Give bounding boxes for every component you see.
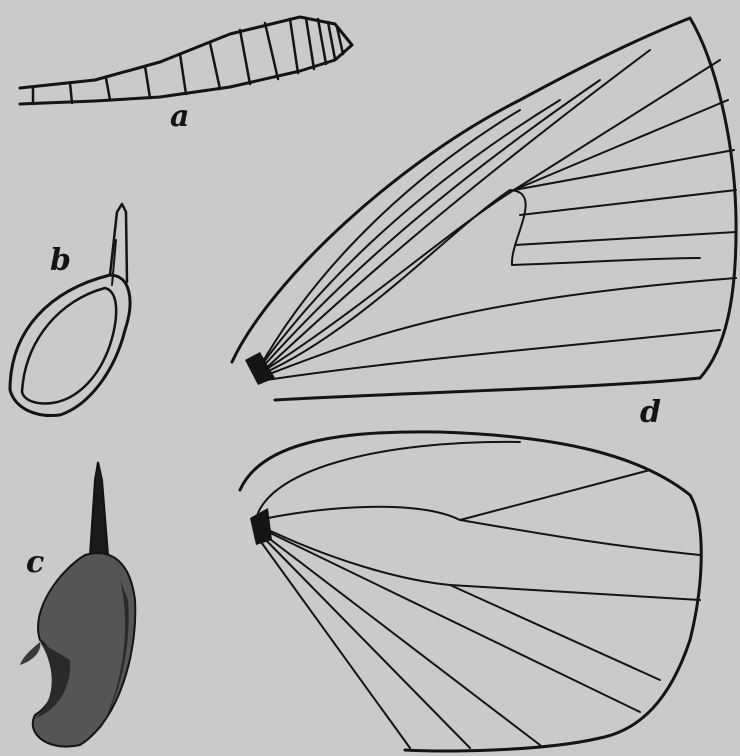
forewing-drawing — [232, 18, 736, 400]
palpus-drawing — [10, 204, 130, 416]
label-b: b — [50, 243, 71, 278]
hindwing-drawing — [240, 432, 701, 751]
antenna-drawing — [20, 17, 352, 104]
label-c: c — [26, 545, 44, 580]
leg-drawing — [20, 462, 135, 747]
label-d: d — [640, 395, 661, 430]
label-a: a — [170, 99, 189, 134]
